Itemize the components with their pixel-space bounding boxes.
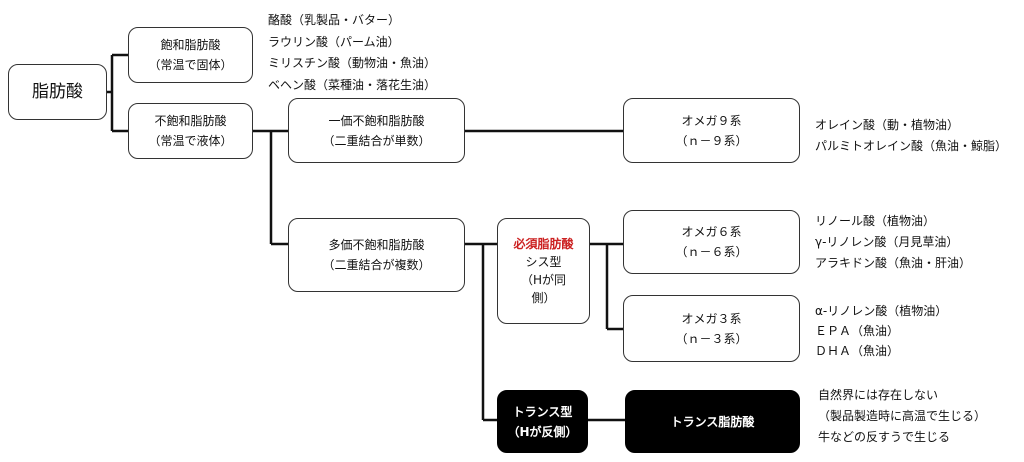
note-line: 酪酸（乳製品・バター） [268,13,401,27]
trans-fat-node: トランス脂肪酸 [625,390,800,453]
root-node-fatty-acid: 脂肪酸 [8,64,107,120]
note-line: ラウリン酸（パーム油） [268,34,400,49]
mono-label: 一価不飽和脂肪酸 [328,113,425,128]
note-line: 自然界には存在しない [818,388,939,402]
note-line: パルミトオレイン酸（魚油・鯨脂） [815,139,1008,153]
omega3-node: オメガ３系 （ｎ－３系） [623,295,800,362]
trans-type-node: トランス型 （Hが反側） [497,390,588,453]
unsaturated-fatty-acid-node: 不飽和脂肪酸 （常温で液体） [128,103,253,159]
poly-label: 多価不飽和脂肪酸 [328,238,425,252]
essential-cis-label: シス型 [525,255,562,269]
omega6-node: オメガ６系 （ｎ－６系） [623,210,800,274]
unsaturated-label: 不飽和脂肪酸 [154,114,227,128]
omega6-sublabel: （ｎ－６系） [675,245,748,259]
note-line: α-リノレン酸（植物油） [815,304,948,318]
omega9-examples-note: オレイン酸（動・植物油） パルミトオレイン酸（魚油・鯨脂） [815,115,1007,157]
trans-type-label: トランス型 [512,404,573,419]
omega9-node: オメガ９系 （ｎ－９系） [623,98,800,163]
note-line: リノール酸（植物油） [815,214,936,228]
trans-fat-label: トランス脂肪酸 [670,414,755,429]
omega6-examples-note: リノール酸（植物油） γ-リノレン酸（月見草油） アラキドン酸（魚油・肝油） [815,211,971,274]
note-line: ミリスチン酸（動物油・魚油） [268,56,437,70]
root-label: 脂肪酸 [32,82,83,102]
trans-type-sublabel: （Hが反側） [507,424,578,439]
mono-sublabel: （二重結合が単数） [322,133,431,148]
saturated-sublabel: （常温で固体） [148,58,233,72]
omega9-sublabel: （ｎ－９系） [675,133,748,148]
poly-sublabel: （二重結合が複数） [322,258,431,272]
saturated-label: 飽和脂肪酸 [160,38,221,52]
polyunsaturated-node: 多価不飽和脂肪酸 （二重結合が複数） [288,218,465,292]
essential-label: 必須脂肪酸 [513,237,574,251]
note-line: ＥＰＡ（魚油） [815,324,900,338]
note-line: 牛などの反すうで生じる [818,430,951,444]
note-line: オレイン酸（動・植物油） [815,118,960,132]
note-line: アラキドン酸（魚油・肝油） [815,256,972,270]
essential-cis-note-1: （Hが同 [520,273,567,287]
essential-fatty-acid-node: 必須脂肪酸 シス型 （Hが同 側） [497,218,590,324]
note-line: ＤＨＡ（魚油） [815,344,900,358]
saturated-fatty-acid-node: 飽和脂肪酸 （常温で固体） [128,27,253,83]
note-line: γ-リノレン酸（月見草油） [815,235,959,249]
omega6-label: オメガ６系 [681,225,742,239]
omega3-examples-note: α-リノレン酸（植物油） ＥＰＡ（魚油） ＤＨＡ（魚油） [815,301,947,361]
note-line: ベヘン酸（菜種油・落花生油） [268,77,437,92]
unsaturated-sublabel: （常温で液体） [148,134,233,148]
omega9-label: オメガ９系 [681,113,742,128]
saturated-examples-note: 酪酸（乳製品・バター） ラウリン酸（パーム油） ミリスチン酸（動物油・魚油） ベ… [268,10,436,96]
omega3-label: オメガ３系 [681,311,742,326]
omega3-sublabel: （ｎ－３系） [675,331,748,346]
monounsaturated-node: 一価不飽和脂肪酸 （二重結合が単数） [288,98,465,163]
note-line: （製品製造時に高温で生じる） [818,409,987,423]
trans-notes: 自然界には存在しない （製品製造時に高温で生じる） 牛などの反すうで生じる [818,385,986,448]
essential-cis-note-2: 側） [531,291,556,305]
